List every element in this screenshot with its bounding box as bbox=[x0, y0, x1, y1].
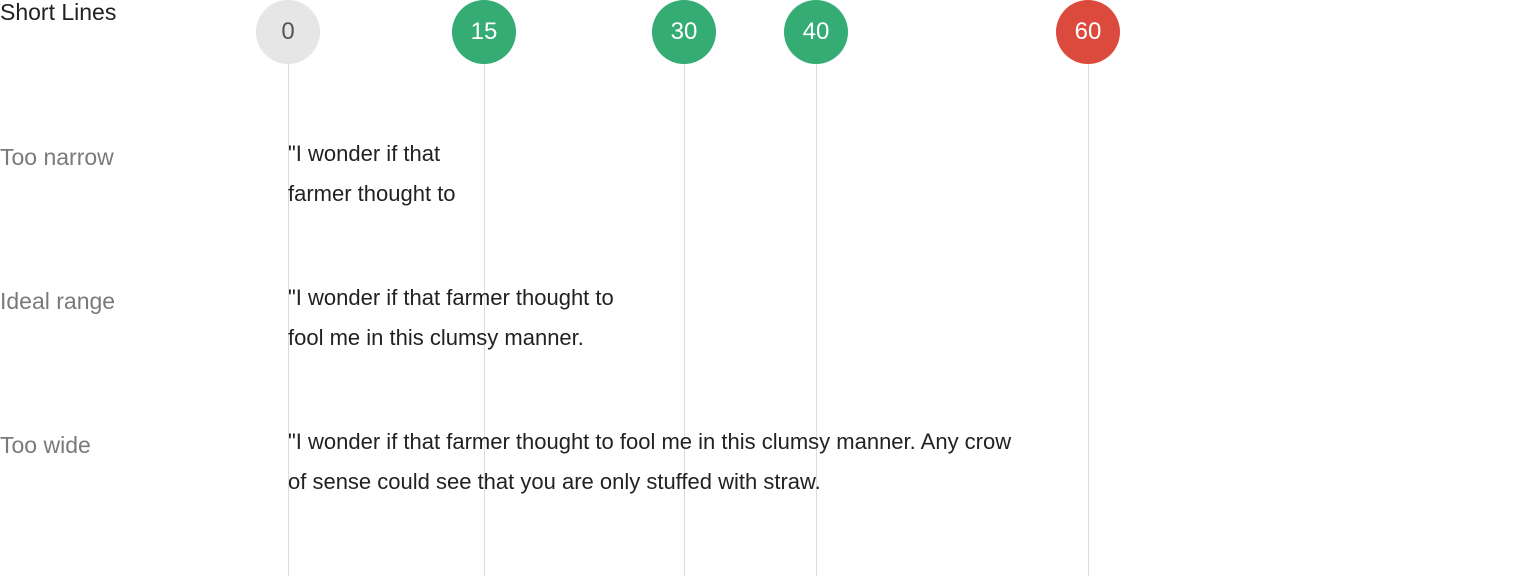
char-count-marker-40: 40 bbox=[784, 0, 848, 64]
sample-text-too-wide: "I wonder if that farmer thought to fool… bbox=[288, 422, 1011, 502]
sample-text-ideal-range: "I wonder if that farmer thought to fool… bbox=[288, 278, 614, 358]
guide-line-60 bbox=[1088, 64, 1089, 576]
diagram-title: Short Lines bbox=[0, 0, 117, 25]
guide-line-15 bbox=[484, 64, 485, 576]
char-count-marker-60: 60 bbox=[1056, 0, 1120, 64]
row-label-ideal-range: Ideal range bbox=[0, 288, 116, 314]
char-count-marker-30: 30 bbox=[652, 0, 716, 64]
sample-line: farmer thought to bbox=[288, 181, 456, 206]
sample-line: of sense could see that you are only stu… bbox=[288, 469, 821, 494]
sample-line: "I wonder if that bbox=[288, 141, 441, 166]
row-label-too-wide: Too wide bbox=[0, 432, 91, 458]
sample-text-too-narrow: "I wonder if that farmer thought to bbox=[288, 134, 456, 214]
char-count-marker-0: 0 bbox=[256, 0, 320, 64]
sample-line: "I wonder if that farmer thought to bbox=[288, 285, 614, 310]
row-label-too-narrow: Too narrow bbox=[0, 144, 114, 170]
char-count-marker-15: 15 bbox=[452, 0, 516, 64]
sample-line: fool me in this clumsy manner. bbox=[288, 325, 584, 350]
guide-line-40 bbox=[816, 64, 817, 576]
sample-line: "I wonder if that farmer thought to fool… bbox=[288, 429, 1012, 454]
guide-line-0 bbox=[288, 64, 289, 576]
guide-line-30 bbox=[684, 64, 685, 576]
